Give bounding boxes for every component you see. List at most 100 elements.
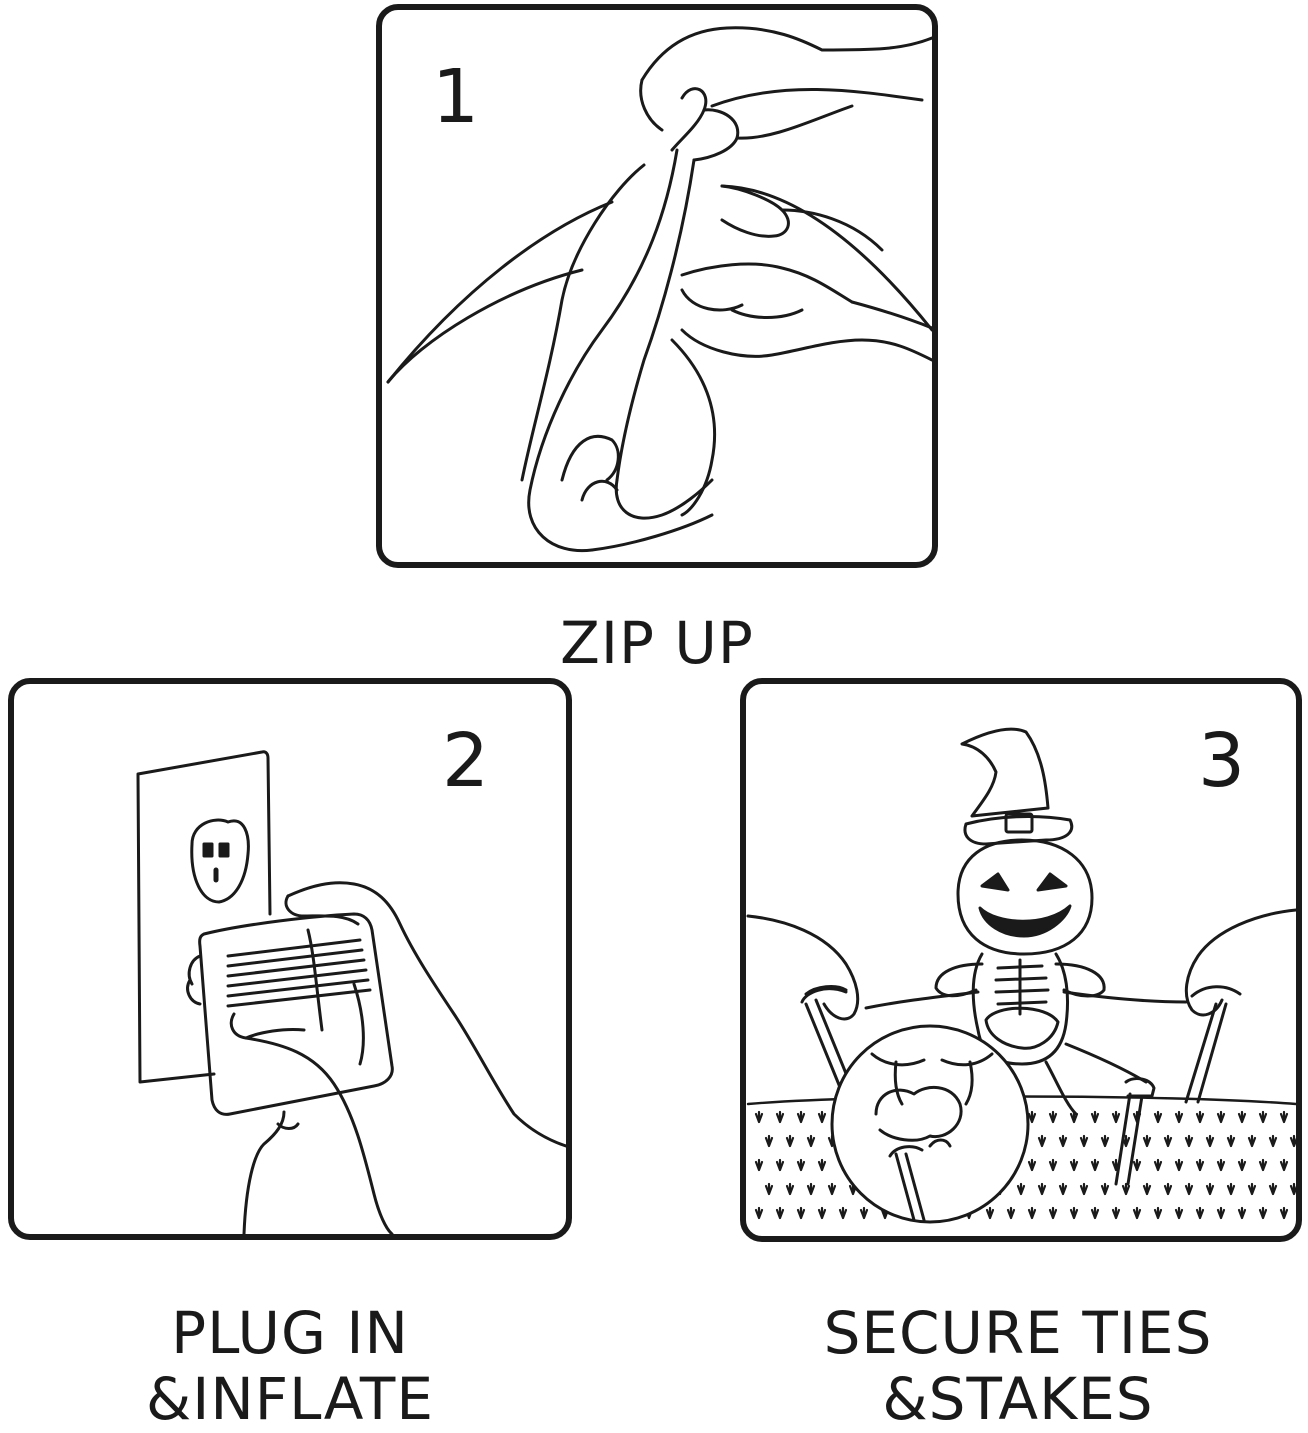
grass-tuft <box>838 1206 848 1220</box>
grass-tuft <box>1268 1182 1278 1196</box>
skeleton-body <box>971 952 1070 1066</box>
tie-left <box>864 990 980 1010</box>
secure-ties-illustration <box>746 727 1296 1224</box>
step-2-caption-line-2: &INFLATE <box>146 1365 434 1433</box>
grass-tuft <box>1174 1206 1184 1220</box>
step-1-caption: ZIP UP <box>457 610 857 676</box>
grass-tuft <box>1205 1134 1215 1148</box>
grass-tuft <box>1279 1158 1289 1172</box>
grass-tuft <box>1111 1206 1121 1220</box>
grass-tuft <box>1048 1110 1058 1124</box>
step-2-panel: 2 <box>8 678 572 1240</box>
grass-tuft <box>764 1182 774 1196</box>
grass-tuft <box>817 1206 827 1220</box>
grass-tuft <box>1121 1182 1131 1196</box>
grass-tuft <box>1195 1206 1205 1220</box>
grass-tuft <box>1184 1182 1194 1196</box>
grass-tuft <box>817 1110 827 1124</box>
step-2-caption-line-1: PLUG IN <box>171 1299 409 1367</box>
step-3-caption-line-2: &STAKES <box>882 1365 1154 1433</box>
grass-tuft <box>817 1158 827 1172</box>
grass-tuft <box>806 1134 816 1148</box>
grass-tuft <box>1037 1182 1047 1196</box>
grass-tuft <box>1258 1158 1268 1172</box>
grass-tuft <box>1184 1134 1194 1148</box>
upper-hand <box>640 26 932 82</box>
grass-tuft <box>1268 1134 1278 1148</box>
plug-in-illustration <box>136 750 566 1234</box>
left-hand <box>746 914 860 1021</box>
grass-tuft <box>1153 1110 1163 1124</box>
stake-right <box>1184 1002 1228 1104</box>
grass-tuft <box>1226 1182 1236 1196</box>
grass-tuft <box>1142 1134 1152 1148</box>
grass-tuft <box>1058 1134 1068 1148</box>
grass-tuft <box>1048 1158 1058 1172</box>
grass-tuft <box>985 1206 995 1220</box>
grass-tuft <box>775 1206 785 1220</box>
grass-tuft <box>1027 1206 1037 1220</box>
step-1-number: 1 <box>432 54 480 140</box>
grass-tuft <box>1174 1158 1184 1172</box>
grass-tuft <box>1142 1182 1152 1196</box>
grass-tuft <box>827 1182 837 1196</box>
zoom-circle <box>830 1024 1030 1224</box>
step-2-number: 2 <box>442 718 490 804</box>
grass-tuft <box>1279 1206 1289 1220</box>
grass-tuft <box>1216 1110 1226 1124</box>
grass-tuft <box>859 1206 869 1220</box>
zip-up-illustration <box>386 26 932 553</box>
grass-tuft <box>1216 1206 1226 1220</box>
grass-tuft <box>1048 1206 1058 1220</box>
grass-tuft <box>775 1110 785 1124</box>
grass-tuft <box>1237 1206 1247 1220</box>
step-3-panel: 3 <box>740 678 1302 1242</box>
grass-tuft <box>1090 1206 1100 1220</box>
grass-tuft <box>1205 1182 1215 1196</box>
grass-tuft <box>1237 1110 1247 1124</box>
witch-hat-icon <box>960 727 1050 818</box>
grass-tuft <box>1247 1182 1257 1196</box>
step-1-caption-line: ZIP UP <box>560 609 754 677</box>
grass-tuft <box>754 1158 764 1172</box>
grass-tuft <box>796 1158 806 1172</box>
grass-tuft <box>1132 1206 1142 1220</box>
grass-tuft <box>796 1206 806 1220</box>
step-3-caption: SECURE TIES &STAKES <box>798 1300 1238 1432</box>
grass-tuft <box>1163 1182 1173 1196</box>
grass-tuft <box>1100 1134 1110 1148</box>
hand <box>286 881 566 1148</box>
tie-bottom <box>1064 1042 1148 1084</box>
step-2-caption: PLUG IN &INFLATE <box>90 1300 490 1432</box>
grass-tuft <box>1058 1182 1068 1196</box>
grass-tuft <box>754 1206 764 1220</box>
step-1-panel: 1 <box>376 4 938 568</box>
adapter-box <box>198 912 394 1116</box>
grass-tuft <box>775 1158 785 1172</box>
grass-tuft <box>1279 1110 1289 1124</box>
grass-tuft <box>1153 1158 1163 1172</box>
grass-tuft <box>1027 1110 1037 1124</box>
outlet-icon <box>190 818 250 904</box>
lower-hand <box>680 262 854 304</box>
grass-tuft <box>1100 1182 1110 1196</box>
grass-tuft <box>754 1110 764 1124</box>
grass-tuft <box>1174 1110 1184 1124</box>
grass-tuft <box>1027 1158 1037 1172</box>
grass-tuft <box>1237 1158 1247 1172</box>
grass-tuft <box>1079 1182 1089 1196</box>
grass-tuft <box>1195 1110 1205 1124</box>
grass-tuft <box>1016 1182 1026 1196</box>
grass-tuft <box>806 1182 816 1196</box>
grass-tuft <box>1289 1182 1296 1196</box>
grass-tuft <box>1195 1158 1205 1172</box>
grass-tuft <box>1226 1134 1236 1148</box>
grass-tuft <box>1163 1134 1173 1148</box>
grass-tuft <box>1132 1158 1142 1172</box>
power-cord <box>242 1110 286 1234</box>
grass-tuft <box>1090 1158 1100 1172</box>
stake-zoom <box>894 1152 926 1222</box>
grass-tuft <box>1258 1206 1268 1220</box>
grass-tuft <box>1006 1206 1016 1220</box>
grass-tuft <box>1216 1158 1226 1172</box>
